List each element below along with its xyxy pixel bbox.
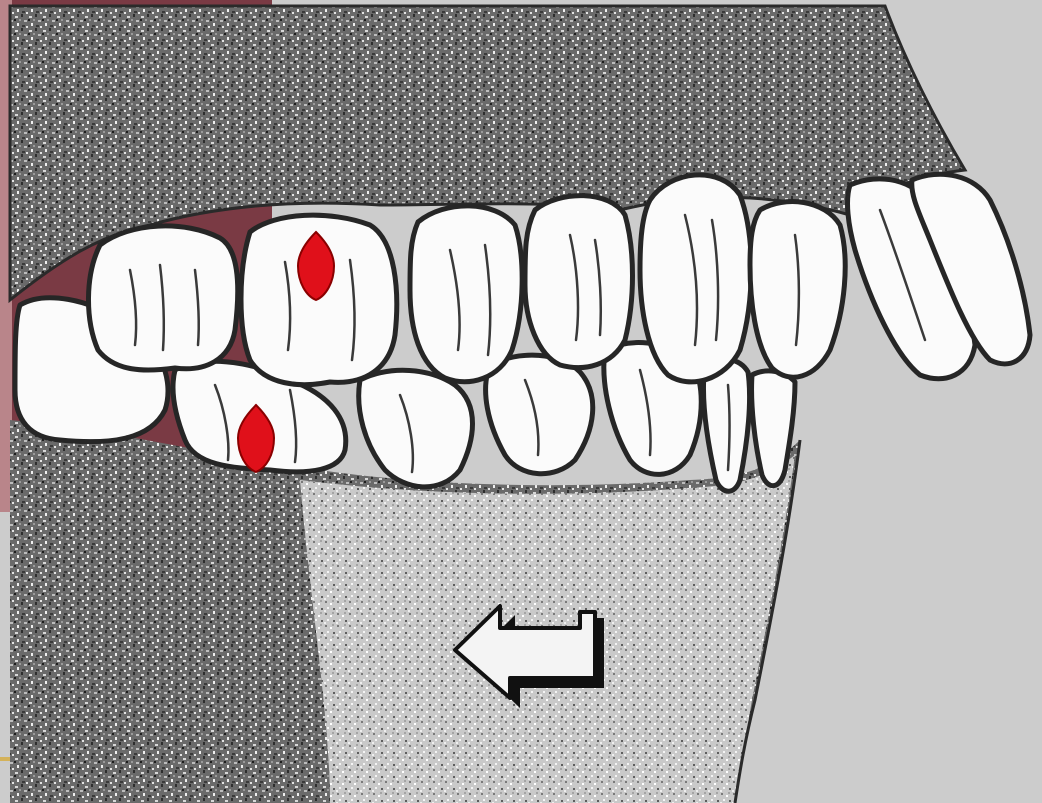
upper-lateral-incisor bbox=[750, 202, 845, 378]
upper-premolar-1 bbox=[410, 206, 522, 382]
upper-premolar-2 bbox=[525, 196, 633, 368]
